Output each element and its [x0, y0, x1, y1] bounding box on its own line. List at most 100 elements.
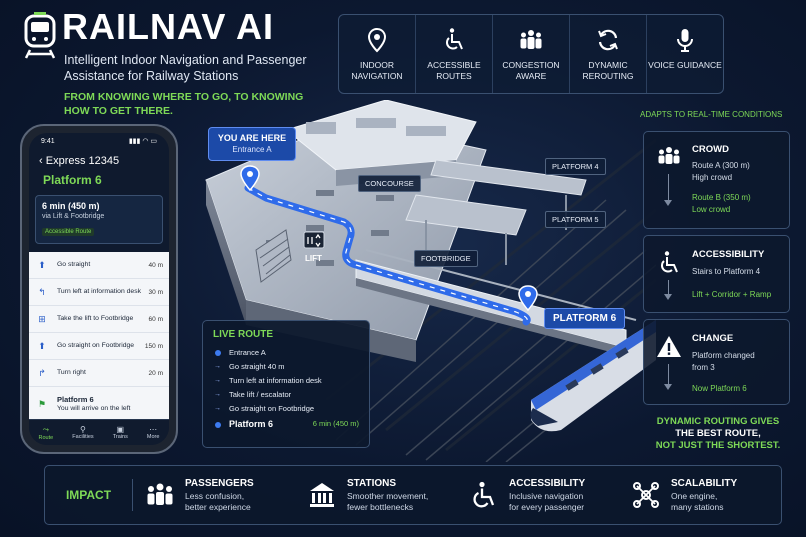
arrow-down-icon	[664, 294, 672, 300]
live-route-step: → Go straight on Footbridge	[213, 402, 359, 416]
step-text: Take the lift to Footbridge	[57, 315, 134, 322]
feature-accessible-routes: ACCESSIBLE ROUTES	[416, 15, 493, 93]
change-text2: from 3	[692, 363, 715, 372]
accessible-badge: Accessible Route	[42, 228, 95, 236]
lift-icon	[303, 231, 325, 249]
final-text: You will arrive on the left	[57, 404, 131, 412]
route-summary-card[interactable]: 6 min (450 m) via Lift & Footbridge Acce…	[35, 195, 163, 244]
crowd-icon	[520, 30, 542, 49]
tab-route[interactable]: ⤳Route	[39, 425, 54, 441]
dot-icon	[215, 422, 221, 428]
wheelchair-icon	[446, 28, 463, 50]
step-distance: 30 m	[148, 288, 163, 296]
tab-trains[interactable]: ▣Trains	[113, 425, 128, 440]
app-title: RAILNAV AI	[62, 6, 274, 47]
status-time: 9:41	[41, 137, 55, 145]
train-icon: ▣	[116, 425, 125, 434]
list-item[interactable]: ⊞ Take the lift to Footbridge 60 m	[29, 306, 169, 333]
feature-label: ACCESSIBLE ROUTES	[427, 60, 481, 81]
arrow-down-icon	[664, 200, 672, 206]
step-text: Turn right	[57, 369, 86, 376]
facilities-icon: ⚲	[80, 425, 86, 434]
arrow-up-icon: ⬆	[38, 340, 46, 351]
live-start-text: Entrance A	[229, 348, 266, 357]
map-pin-icon	[367, 27, 387, 53]
feature-strip: INDOOR NAVIGATION ACCESSIBLE ROUTES CONG…	[338, 14, 724, 94]
impact-heading: ACCESSIBILITY	[509, 477, 586, 489]
live-step-text: Take lift / escalator	[229, 390, 292, 399]
change-new1: Now Platform 6	[692, 384, 747, 393]
list-item-final[interactable]: ⚑ Platform 6 You will arrive on the left	[29, 387, 169, 421]
live-route-title: LIVE ROUTE	[213, 329, 274, 340]
step-distance: 60 m	[148, 315, 163, 323]
list-item[interactable]: ↰ Turn left at information desk 30 m	[29, 279, 169, 306]
route-icon: ⤳	[42, 424, 50, 434]
crowd-new1: Route B (350 m)	[692, 193, 751, 202]
live-route-start: Entrance A	[213, 346, 359, 360]
lift-label: LIFT	[305, 254, 322, 263]
feature-label: INDOOR NAVIGATION	[351, 60, 403, 81]
step-text: Go straight	[57, 261, 91, 268]
live-route-step: →Go straight 40 m	[213, 360, 359, 374]
feature-label: DYNAMIC REROUTING	[582, 60, 634, 81]
step-text: Turn left at information desk	[57, 288, 141, 295]
impact-line: better experience	[185, 501, 251, 512]
live-route-panel: LIVE ROUTE Entrance A →Go straight 40 m …	[202, 320, 370, 448]
feature-dynamic-rerouting: DYNAMIC REROUTING	[570, 15, 647, 93]
microphone-icon	[677, 29, 693, 52]
flag-icon: ⚑	[37, 398, 47, 409]
flow-line	[668, 280, 669, 294]
wheelchair-icon	[473, 481, 495, 508]
status-bar: 9:41 ▮▮▮ ◠ ▭	[29, 133, 169, 149]
live-step-text: Go straight 40 m	[229, 362, 285, 371]
live-route-list: Entrance A →Go straight 40 m → Turn left …	[213, 346, 359, 429]
crowd-title: CROWD	[692, 144, 729, 155]
list-item[interactable]: ⬆ Go straight on Footbridge 150 m	[29, 333, 169, 360]
network-icon	[633, 482, 659, 508]
feature-voice-guidance: VOICE GUIDANCE	[647, 15, 723, 93]
list-item[interactable]: ↱ Turn right 20 m	[29, 360, 169, 387]
station-map	[205, 100, 656, 462]
flow-line	[668, 174, 669, 200]
impact-line: One engine,	[671, 490, 718, 501]
accessibility-new1: Lift + Corridor + Ramp	[692, 290, 772, 299]
footbridge-label: FOOTBRIDGE	[414, 250, 478, 267]
warning-icon	[657, 336, 681, 357]
tagline: FROM KNOWING WHERE TO GO, TO KNOWING HOW…	[64, 91, 304, 117]
arrow-right-icon: →	[214, 405, 221, 412]
tab-label: Trains	[112, 434, 128, 440]
impact-heading: PASSENGERS	[185, 477, 254, 489]
crowd-panel: CROWD Route A (300 m) High crowd Route B…	[643, 131, 790, 229]
tab-label: Route	[38, 434, 54, 441]
destination-platform: Platform 6	[43, 173, 102, 187]
tab-more[interactable]: ⋯More	[147, 425, 160, 440]
you-are-here-label: YOU ARE HERE Entrance A	[208, 127, 296, 161]
arrow-up-icon: ⬆	[38, 259, 46, 270]
summary-via: via Lift & Footbridge	[42, 213, 105, 220]
tab-facilities[interactable]: ⚲Facilities	[72, 425, 93, 440]
accessibility-title: ACCESSIBILITY	[692, 249, 765, 260]
live-end-text: Platform 6	[229, 419, 274, 429]
adapts-heading: ADAPTS TO REAL-TIME CONDITIONS	[640, 110, 783, 119]
platform5-label: PLATFORM 5	[545, 211, 606, 228]
back-icon[interactable]: ‹	[39, 155, 46, 167]
live-step-text: Go straight on Footbridge	[229, 404, 315, 413]
platform4-label: PLATFORM 4	[545, 158, 606, 175]
feature-congestion-aware: CONGESTION AWARE	[493, 15, 570, 93]
impact-line: Less confusion,	[185, 490, 245, 501]
platform6-label: PLATFORM 6	[544, 308, 626, 329]
change-text1: Platform changed	[692, 351, 755, 360]
impact-line: Inclusive navigation	[509, 490, 584, 501]
live-step-text: Turn left at information desk	[229, 376, 322, 385]
live-end-detail: 6 min (450 m)	[312, 419, 359, 428]
crowd-new2: Low crowd	[692, 205, 731, 214]
stairs	[255, 229, 292, 283]
turn-right-icon: ↱	[38, 367, 46, 378]
destination-pin-icon	[518, 285, 538, 312]
you-are-here-text: YOU ARE HERE	[217, 133, 287, 143]
crowd-icon	[658, 147, 680, 164]
list-item[interactable]: ⬆ Go straight 40 m	[29, 252, 169, 279]
